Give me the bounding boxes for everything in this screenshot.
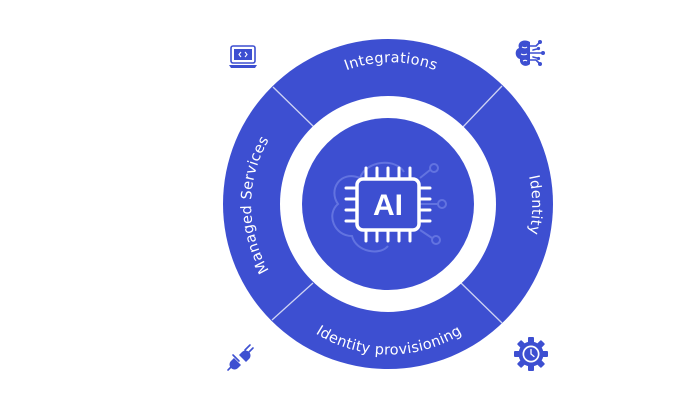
gear-clock-icon xyxy=(514,337,548,371)
ai-chip-icon: AI xyxy=(344,166,432,243)
segment-label-integrations: Integrations xyxy=(342,50,439,74)
center-label: AI xyxy=(373,189,403,222)
brain-circuit-watermark-icon xyxy=(331,161,447,253)
segment-dividers xyxy=(271,85,503,324)
plug-icon xyxy=(227,344,254,371)
laptop-code-icon xyxy=(229,45,257,68)
brain-circuit-icon xyxy=(515,40,545,66)
